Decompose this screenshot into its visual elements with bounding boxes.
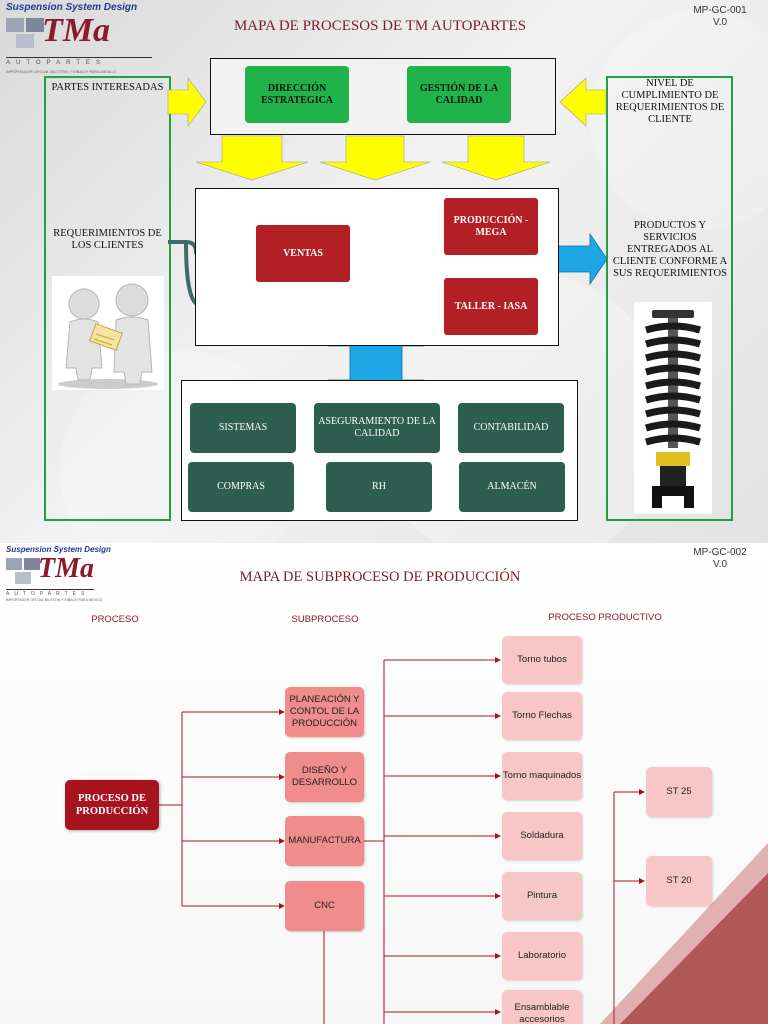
head-soldadura xyxy=(495,833,501,839)
head-torno-flechas xyxy=(495,713,501,719)
productive-torno-tubos: Torno tubos xyxy=(502,636,582,684)
head-torno-tubos xyxy=(495,657,501,663)
document-version-2: V.0 xyxy=(712,559,728,570)
column-header-process: PROCESO xyxy=(91,614,139,625)
strategic-direction-box: DIRECCIÓN ESTRATEGICA xyxy=(245,66,349,123)
logo-tiny-2: IMPORTADOR OFICIAL BILSTEIN Y EIBACH PAR… xyxy=(6,598,103,602)
company-logo: Suspension System Design TMa AUTOPARTES … xyxy=(4,2,154,74)
productive-pintura: Pintura xyxy=(502,872,582,920)
support-quality-assurance-box: ASEGURAMIENTO DE LA CALIDAD xyxy=(314,403,440,453)
down-arrow-3 xyxy=(441,135,551,181)
subprocess-planning-box: PLANEACIÓN Y CONTOL DE LA PRODUCCIÓN xyxy=(285,687,364,737)
output-arrow xyxy=(557,232,608,286)
company-logo-2: Suspension System Design TMa AUTOPARTES … xyxy=(4,545,154,605)
subprocess-cnc-box: CNC xyxy=(285,881,364,931)
left-column-frame xyxy=(44,76,171,521)
compliance-level-label: NIVEL DE CUMPLIMIENTO DE REQUERIMIENTOS … xyxy=(615,78,725,125)
stakeholders-label: PARTES INTERESADAS xyxy=(51,82,164,93)
support-warehouse-box: ALMACÉN xyxy=(459,462,565,512)
head-ensamble xyxy=(495,1009,501,1015)
logo-brand: Suspension System Design xyxy=(6,2,138,13)
production-mega-box: PRODUCCIÓN - MEGA xyxy=(444,198,538,255)
handshake-people-icon xyxy=(52,276,164,390)
support-purchasing-box: COMPRAS xyxy=(188,462,294,512)
logo-squares-icon xyxy=(6,18,44,48)
head-torno-maquinados xyxy=(495,773,501,779)
logo-mark-2: TMa xyxy=(38,553,94,584)
head-pintura xyxy=(495,893,501,899)
sales-box: VENTAS xyxy=(256,225,350,282)
productive-torno-maquinados: Torno maquinados xyxy=(502,752,582,800)
subprocess-design-box: DISEÑO Y DESARROLLO xyxy=(285,752,364,802)
page-title: MAPA DE PROCESOS DE TM AUTOPARTES xyxy=(233,18,527,34)
productive-laboratorio: Laboratorio xyxy=(502,932,582,980)
productive-soldadura: Soldadura xyxy=(502,812,582,860)
delivered-products-label: PRODUCTOS Y SERVICIOS ENTREGADOS AL CLIE… xyxy=(612,220,728,279)
logo-sub: AUTOPARTES xyxy=(6,60,107,66)
document-code-2: MP-GC-002 V.0 xyxy=(680,547,760,571)
head-st20 xyxy=(639,878,645,884)
column-header-productive: PROCESO PRODUCTIVO xyxy=(548,612,662,623)
logo-divider xyxy=(6,57,152,58)
logo-sub-2: AUTOPARTES xyxy=(6,591,90,597)
st25-box: ST 25 xyxy=(646,767,712,817)
production-subprocess-slide: Suspension System Design TMa AUTOPARTES … xyxy=(0,543,768,1024)
support-hr-box: RH xyxy=(326,462,432,512)
subprocess-connectors xyxy=(158,657,645,1024)
subprocess-manufacturing-box: MANUFACTURA xyxy=(285,816,364,866)
logo-divider-2 xyxy=(6,589,94,590)
st20-box: ST 20 xyxy=(646,856,712,906)
corner-decoration xyxy=(600,843,768,1024)
production-process-box: PROCESO DE PRODUCCIÓN xyxy=(65,780,159,830)
head-st25 xyxy=(639,789,645,795)
right-input-arrow xyxy=(559,77,607,127)
document-code-text-2: MP-GC-002 xyxy=(693,547,747,558)
support-systems-box: SISTEMAS xyxy=(190,403,296,453)
right-column-frame xyxy=(606,76,733,521)
down-arrow-1 xyxy=(195,135,309,181)
logo-squares-icon-2 xyxy=(6,558,40,584)
down-arrow-2 xyxy=(319,135,431,181)
quality-management-box: GESTIÓN DE LA CALIDAD xyxy=(407,66,511,123)
document-version: V.0 xyxy=(712,17,728,28)
shock-absorber-icon xyxy=(634,302,712,514)
head-manufactura xyxy=(279,838,285,844)
document-code-text: MP-GC-001 xyxy=(693,5,747,16)
document-code: MP-GC-001 V.0 xyxy=(680,5,760,29)
productive-torno-flechas: Torno Flechas xyxy=(502,692,582,740)
logo-mark: TMa xyxy=(42,12,110,49)
head-cnc xyxy=(279,903,285,909)
column-header-subprocess: SUBPROCESO xyxy=(291,614,359,625)
logo-tiny: IMPORTADOR OFICIAL BILSTEIN Y EIBACH PAR… xyxy=(6,69,117,74)
head-diseno xyxy=(279,774,285,780)
head-laboratorio xyxy=(495,953,501,959)
client-requirements-label: REQUERIMIENTOS DE LOS CLIENTES xyxy=(53,228,162,251)
left-input-arrow xyxy=(167,77,207,127)
logo-brand-2: Suspension System Design xyxy=(6,545,111,554)
workshop-iasa-box: TALLER - IASA xyxy=(444,278,538,335)
support-accounting-box: CONTABILIDAD xyxy=(458,403,564,453)
process-map-slide: Suspension System Design TMa AUTOPARTES … xyxy=(0,0,768,543)
head-planeacion xyxy=(279,709,285,715)
productive-ensamble: Ensamblable accesorios xyxy=(502,990,582,1024)
subprocess-title: MAPA DE SUBPROCESO DE PRODUCCIÓN xyxy=(239,569,521,585)
